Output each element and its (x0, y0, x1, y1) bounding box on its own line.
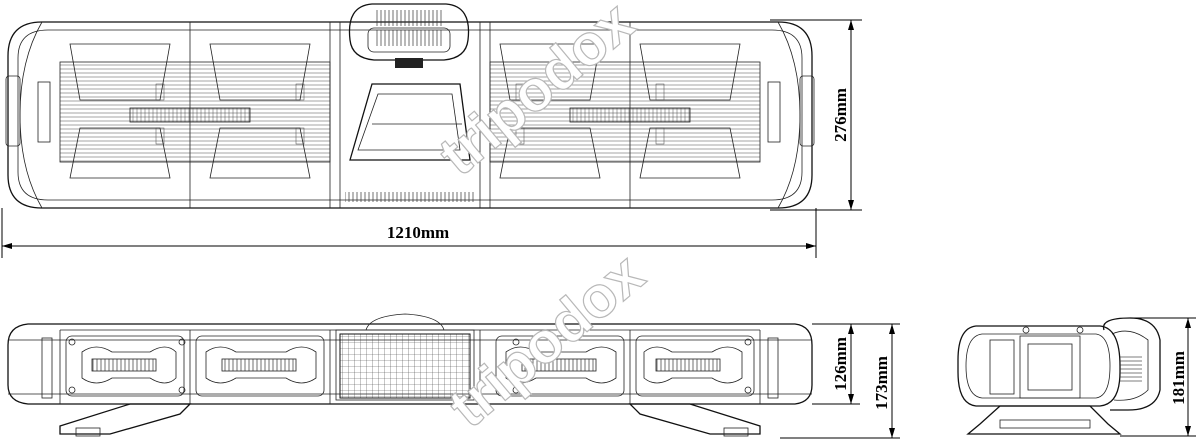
dimension-length (1, 208, 817, 258)
front-view-outline (7, 323, 813, 405)
side-height-label: 181mm (1169, 351, 1188, 405)
dimension-side-height (1120, 317, 1196, 437)
depth-label: 276mm (831, 88, 850, 142)
body-height-label: 126mm (831, 337, 850, 391)
front-view (7, 313, 813, 437)
length-label: 1210mm (387, 223, 449, 242)
dimension-depth (770, 19, 862, 211)
total-height-label: 173mm (872, 356, 891, 410)
top-view (5, 3, 815, 209)
side-view (957, 317, 1161, 435)
side-view-outline (957, 325, 1121, 407)
dimension-total-height (780, 323, 900, 439)
dimension-body-height (812, 323, 860, 405)
